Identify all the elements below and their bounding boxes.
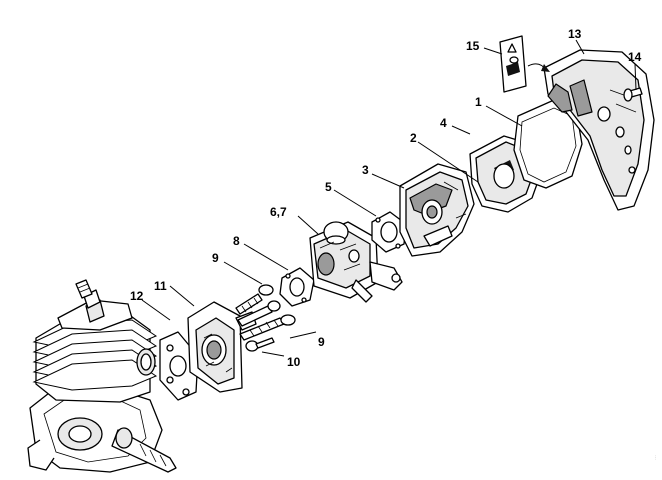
label-3: 3 (362, 163, 369, 177)
label-6-7: 6,7 (270, 205, 287, 219)
screw-9-upper (235, 284, 274, 315)
label-5: 5 (325, 180, 332, 194)
screw-9-middle (237, 300, 281, 327)
label-10: 10 (287, 355, 301, 369)
gasket-5 (371, 211, 407, 253)
engine-cylinder (27, 279, 177, 473)
spark-plug (75, 279, 105, 323)
label-9-lower: 9 (318, 335, 325, 349)
label-8: 8 (233, 234, 240, 248)
gasket-8 (279, 267, 315, 307)
screw-9-lower (239, 314, 296, 341)
label-14: 14 (628, 50, 642, 64)
screw-14 (623, 87, 643, 102)
label-2: 2 (410, 131, 417, 145)
base-plate-3 (399, 163, 475, 257)
label-9-upper: 9 (212, 251, 219, 265)
part-10 (245, 337, 275, 352)
leader-lines (141, 39, 637, 357)
label-4: 4 (440, 116, 447, 130)
label-11: 11 (154, 279, 167, 293)
callout-labels: 1 2 3 4 5 6,7 8 9 9 10 11 12 13 14 15 (130, 27, 642, 369)
label-13: 13 (568, 27, 582, 41)
label-15: 15 (466, 39, 480, 53)
warning-label-15 (499, 35, 527, 93)
label-12: 12 (130, 289, 144, 303)
label-1: 1 (475, 95, 482, 109)
watermark: ... (652, 455, 658, 460)
carburetor-6-7 (309, 221, 403, 303)
intake-flange-11 (187, 301, 257, 393)
